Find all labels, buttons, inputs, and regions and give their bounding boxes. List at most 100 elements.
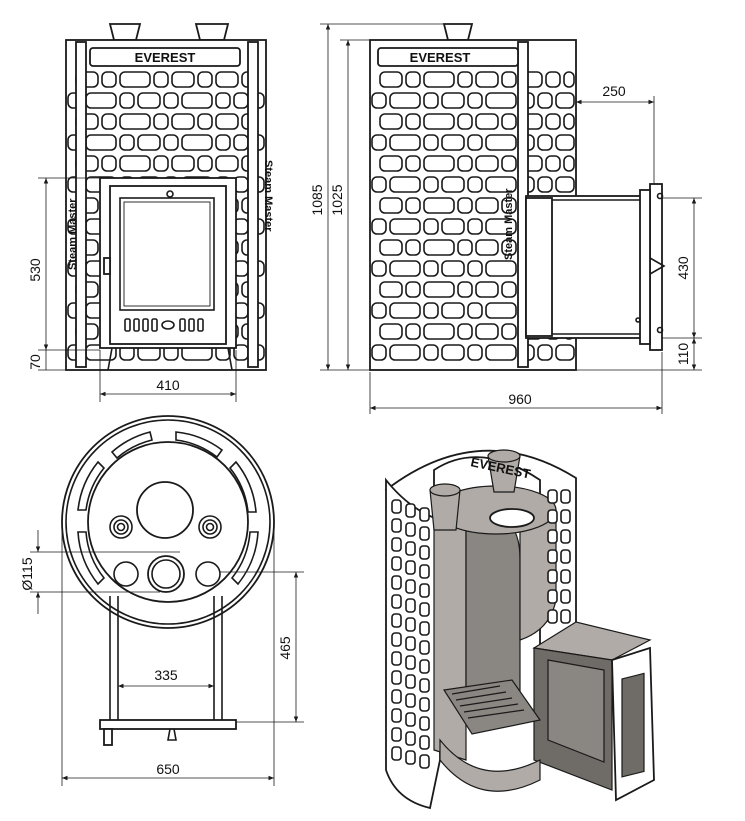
brick-cutout	[119, 92, 135, 109]
brick-cutout	[457, 197, 473, 214]
front-base	[107, 347, 233, 371]
brick-cutout	[171, 113, 195, 130]
brick-cutout	[537, 92, 553, 109]
brick-cutout	[389, 344, 421, 361]
brick-cutout	[371, 176, 387, 193]
brick-cutout	[233, 92, 249, 109]
shell-hole	[405, 636, 416, 651]
shell-hole	[419, 754, 430, 769]
shell-hole	[547, 589, 558, 604]
shell-hole	[419, 526, 430, 541]
shell-hole	[560, 509, 571, 524]
shell-hole	[405, 541, 416, 556]
brick-cutout	[475, 197, 499, 214]
brick-cutout	[501, 155, 517, 172]
brick-cutout	[163, 92, 179, 109]
shell-hole	[405, 731, 416, 746]
brick-cutout	[555, 176, 575, 193]
brick-cutout	[555, 134, 575, 151]
brick-cutout	[501, 323, 517, 340]
shell-hole	[405, 750, 416, 765]
front-door-handle	[103, 257, 111, 275]
dim-410: 410	[156, 377, 180, 393]
brick-cutout	[405, 113, 421, 130]
brick-cutout	[153, 71, 169, 88]
dim-250: 250	[602, 83, 626, 99]
front-door-glass	[119, 197, 215, 311]
cutaway-door-glass	[621, 672, 645, 778]
shell-hole	[547, 509, 558, 524]
brick-cutout	[501, 197, 517, 214]
dim-530: 530	[27, 258, 43, 282]
brick-cutout	[423, 260, 439, 277]
side-tunnel-door	[639, 189, 651, 345]
shell-hole	[547, 549, 558, 564]
brick-cutout	[501, 239, 517, 256]
brick-cutout	[389, 134, 421, 151]
brick-cutout	[467, 176, 483, 193]
brick-cutout	[181, 92, 213, 109]
shell-hole	[560, 609, 571, 624]
dim-430: 430	[675, 256, 691, 280]
shell-hole	[419, 716, 430, 731]
brick-cutout	[441, 302, 465, 319]
front-brand-plate	[89, 47, 241, 67]
brick-cutout	[85, 134, 117, 151]
shell-hole	[419, 507, 430, 522]
brick-cutout	[423, 155, 455, 172]
shell-hole	[419, 678, 430, 693]
brick-cutout	[545, 71, 561, 88]
shell-hole	[391, 708, 402, 723]
shell-hole	[405, 712, 416, 727]
shell-hole	[391, 651, 402, 666]
dim-960: 960	[508, 391, 532, 407]
shell-hole	[419, 659, 430, 674]
brick-cutout	[457, 155, 473, 172]
cutaway-view: EVEREST	[384, 449, 655, 810]
shell-hole	[405, 503, 416, 518]
shell-hole	[405, 579, 416, 594]
brick-cutout	[545, 155, 561, 172]
brick-cutout	[389, 260, 421, 277]
brick-cutout	[215, 92, 231, 109]
shell-hole	[419, 564, 430, 579]
brick-cutout	[163, 134, 179, 151]
side-view: EVEREST Steam Master 1085 1025 250	[309, 23, 702, 414]
side-tunnel-inner	[525, 197, 553, 337]
brick-cutout	[101, 71, 117, 88]
shell-hole	[547, 569, 558, 584]
front-door-knob	[166, 190, 174, 198]
shell-hole	[391, 594, 402, 609]
front-door-inner-glass	[123, 201, 211, 307]
top-flue-115	[147, 555, 185, 593]
brick-cutout	[475, 239, 499, 256]
shell-hole	[405, 598, 416, 613]
brick-cutout	[423, 197, 455, 214]
top-left-burner	[109, 515, 133, 539]
brick-cutout	[501, 113, 517, 130]
brick-cutout	[197, 71, 213, 88]
brick-cutout	[467, 344, 483, 361]
shell-hole	[560, 549, 571, 564]
brick-cutout	[475, 281, 499, 298]
shell-hole	[391, 575, 402, 590]
side-model-text: Steam Master	[503, 188, 515, 260]
brick-cutout	[101, 155, 117, 172]
brick-cutout	[457, 113, 473, 130]
brick-cutout	[485, 344, 517, 361]
shell-hole	[391, 632, 402, 647]
brick-cutout	[555, 344, 575, 361]
front-post-left	[75, 41, 87, 368]
brick-cutout	[119, 155, 151, 172]
brick-cutout	[537, 344, 553, 361]
brick-cutout	[423, 71, 455, 88]
front-door-vents	[124, 318, 204, 332]
shell-hole	[419, 735, 430, 750]
brick-cutout	[537, 134, 553, 151]
dim-1025: 1025	[329, 184, 345, 215]
brick-cutout	[501, 281, 517, 298]
cutaway-inner-left	[433, 519, 467, 761]
side-brand-plate	[377, 47, 519, 67]
shell-hole	[405, 560, 416, 575]
